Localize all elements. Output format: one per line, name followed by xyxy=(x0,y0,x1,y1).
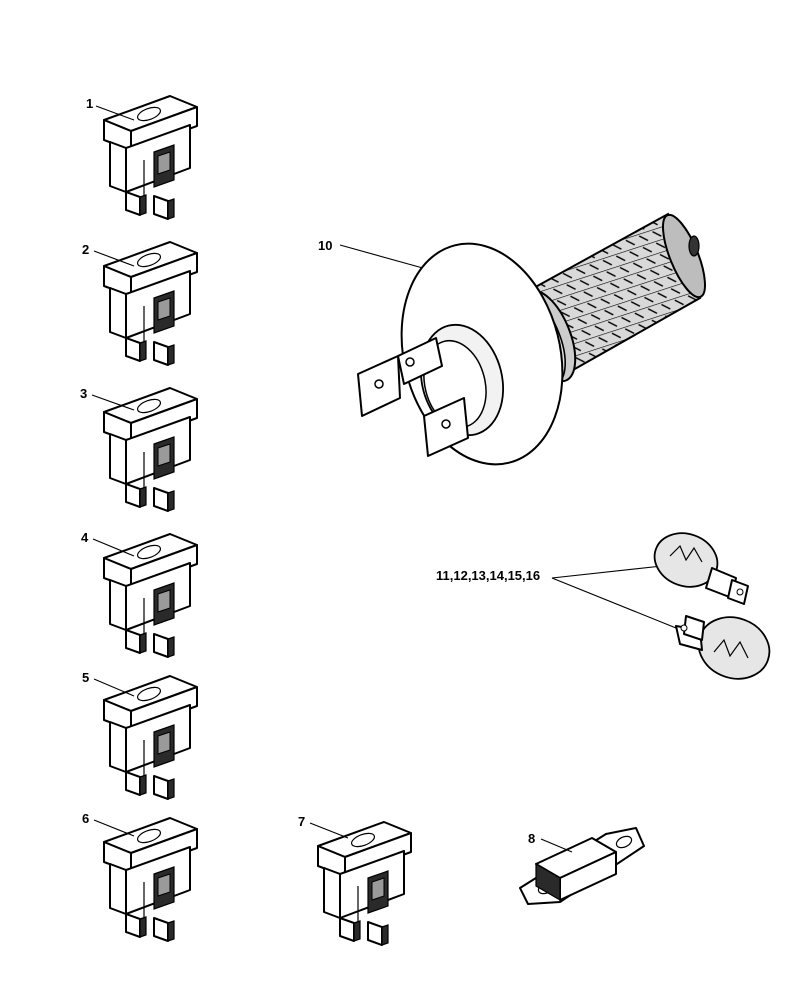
fuse-7: 7 xyxy=(298,814,412,946)
fuse-3: 3 xyxy=(80,386,198,512)
callout-4: 4 xyxy=(81,530,89,545)
callout-11-16: 11,12,13,14,15,16 xyxy=(436,568,540,583)
callout-10: 10 xyxy=(318,238,332,253)
signal-bulbs-11-16: 11,12,13,14,15,16 xyxy=(436,532,771,680)
fuse-5: 5 xyxy=(82,670,198,800)
fuse-1: 1 xyxy=(86,95,198,220)
fuse-8: 8 xyxy=(519,827,645,905)
fuse-4: 4 xyxy=(81,530,198,658)
callout-8: 8 xyxy=(528,831,535,846)
callout-3: 3 xyxy=(80,386,87,401)
headlamp-bulb-10: 10 xyxy=(318,212,706,466)
fuse-6: 6 xyxy=(82,811,198,942)
callout-5: 5 xyxy=(82,670,89,685)
callout-2: 2 xyxy=(82,242,89,257)
callout-1: 1 xyxy=(86,96,93,111)
lower-bulb-glass xyxy=(697,616,771,680)
callout-6: 6 xyxy=(82,811,89,826)
callout-7: 7 xyxy=(298,814,305,829)
fuse-2: 2 xyxy=(82,241,198,366)
